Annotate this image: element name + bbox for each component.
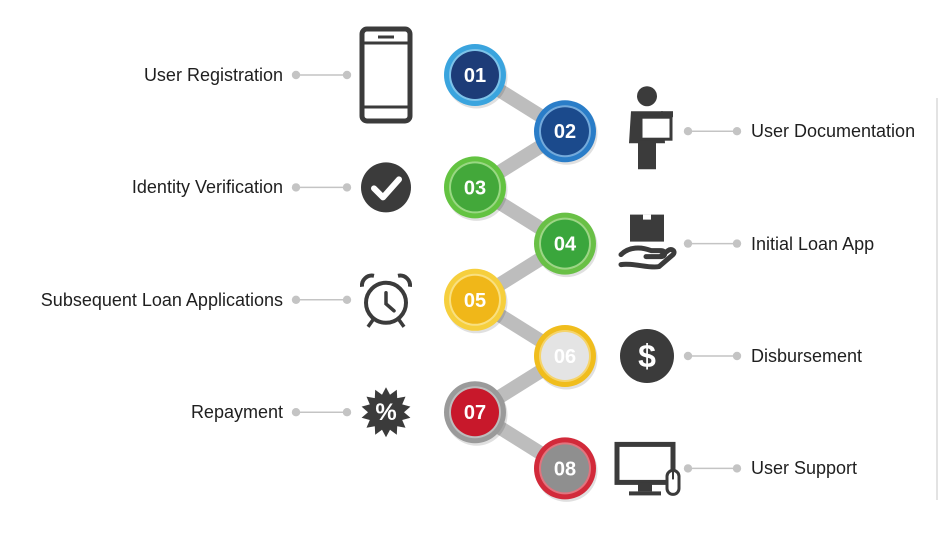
checkmark-circle-icon (361, 162, 411, 213)
step-node-01: 01 (444, 44, 508, 109)
leader-dot-inner (342, 183, 352, 192)
step-node-05: 05 (444, 268, 508, 334)
leader-dot-inner (683, 127, 693, 136)
smartphone-icon (359, 26, 413, 124)
step-label-06: Disbursement (751, 346, 863, 366)
step-node-07: 07 (444, 381, 508, 446)
leader-dot-inner (683, 464, 693, 473)
step-node-08: 08 (534, 437, 598, 502)
step-core (541, 444, 589, 493)
step-label-07: Repayment (190, 402, 283, 423)
step-label-01: User Registration (143, 65, 283, 85)
alarm-clock-icon (359, 273, 413, 328)
step-number: 03 (464, 177, 486, 199)
step-label-03: Identity Verification (131, 177, 283, 198)
step-label-05: Subsequent Loan Applications (40, 289, 283, 310)
leader-dot-inner (342, 408, 352, 417)
dollar-coin-icon: $ (620, 329, 674, 383)
leader-dot-outer (291, 295, 301, 304)
step-core (451, 275, 499, 324)
step-node-03: 03 (444, 156, 508, 221)
step-number: 06 (554, 346, 576, 368)
icons: $% (359, 26, 681, 496)
leader-dot-inner (342, 70, 352, 80)
leader-dot-outer (291, 183, 301, 192)
leader-dot-outer (732, 127, 742, 136)
step-node-06: 06 (534, 325, 598, 390)
leader-dot-inner (683, 239, 693, 248)
step-node-02: 02 (534, 100, 598, 165)
step-number: 04 (554, 234, 577, 256)
step-number: 02 (554, 121, 576, 143)
step-core (541, 107, 589, 156)
leader-dot-inner (342, 295, 352, 304)
step-label-02: User Documentation (751, 121, 916, 142)
step-number: 05 (464, 290, 486, 312)
step-number: 08 (554, 458, 576, 480)
percent-badge-icon: % (361, 387, 411, 438)
step-core (451, 388, 499, 437)
computer-mouse-icon (614, 441, 681, 496)
hand-box-icon (618, 214, 677, 270)
leader-dot-outer (732, 464, 742, 473)
leader-dot-outer (291, 70, 301, 80)
leader-dot-outer (291, 408, 301, 417)
leader-lines (291, 70, 742, 473)
leader-dot-inner (683, 351, 693, 361)
svg-text:%: % (375, 399, 396, 426)
step-core (451, 51, 499, 99)
step-label-08: User Support (751, 458, 858, 479)
step-core (451, 163, 499, 212)
step-core (541, 332, 589, 380)
leader-dot-outer (732, 239, 742, 248)
step-node-04: 04 (534, 212, 598, 278)
person-document-icon (629, 86, 673, 170)
svg-text:$: $ (638, 338, 656, 374)
step-core (541, 219, 589, 268)
step-number: 07 (464, 402, 486, 424)
step-number: 01 (464, 65, 486, 87)
leader-dot-outer (732, 351, 742, 361)
step-label-04: Initial Loan App (751, 233, 875, 254)
step-nodes: 01 02 03 04 05 06 07 08 (444, 44, 598, 502)
